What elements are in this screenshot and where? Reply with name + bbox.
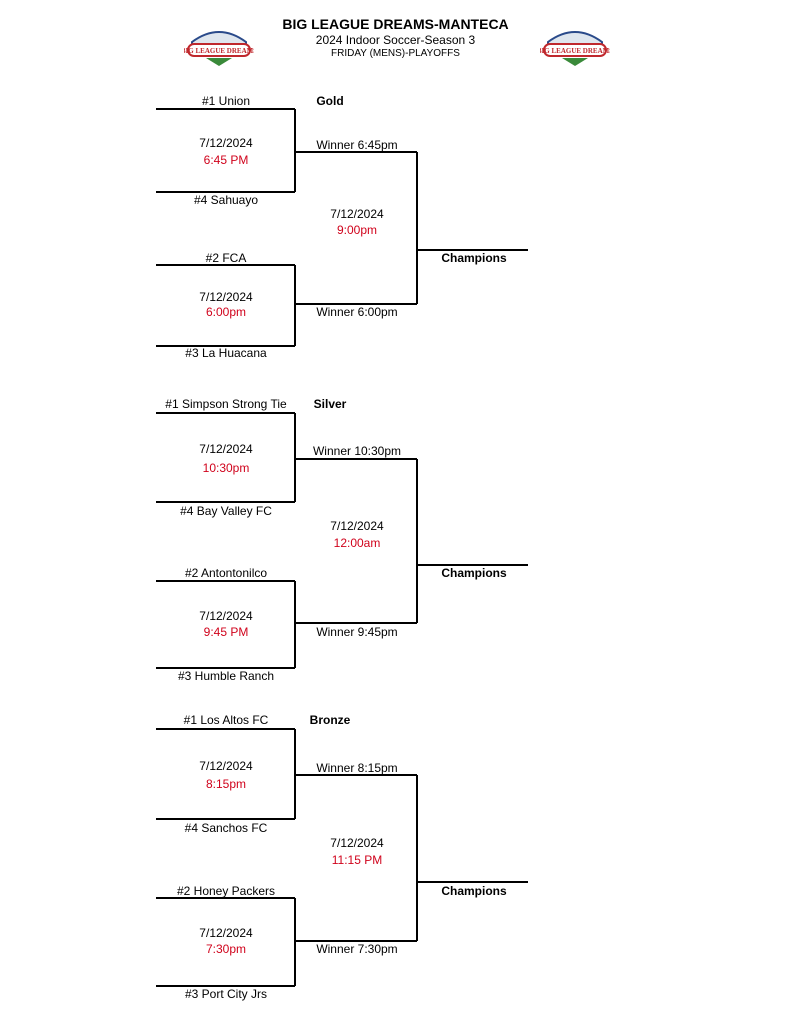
game-time: 10:30pm [202,461,250,475]
page-title: BIG LEAGUE DREAMS-MANTECA [282,16,509,32]
team-name: #3 Port City Jrs [184,987,268,1001]
big-league-dreams-logo-left: BIG LEAGUE DREAMS [184,31,254,66]
team-name: #2 Honey Packers [176,884,276,898]
team-name: #1 Los Altos FC [183,713,269,727]
team-name: #1 Union [201,94,251,108]
final-date: 7/12/2024 [330,519,384,533]
bracket-line [156,108,295,110]
final-date: 7/12/2024 [330,207,384,221]
bracket-name: Bronze [309,713,351,727]
champion-line [417,881,528,883]
bracket-line [156,264,295,266]
team-name: #2 FCA [205,251,247,265]
bracket-line [156,191,295,193]
bracket-line [156,667,295,669]
big-league-dreams-logo-right: BIG LEAGUE DREAMS [540,31,610,66]
bracket-line [295,622,417,624]
bracket-line [156,818,295,820]
bracket-line [156,412,295,414]
bracket-line [156,728,295,730]
game-date: 7/12/2024 [199,442,253,456]
game-time: 7:30pm [205,942,247,956]
final-time: 12:00am [333,536,381,550]
bracket-line [156,501,295,503]
bracket-line [295,151,417,153]
svg-text:BIG LEAGUE DREAMS: BIG LEAGUE DREAMS [540,47,610,55]
svg-text:BIG LEAGUE DREAMS: BIG LEAGUE DREAMS [184,47,254,55]
game-date: 7/12/2024 [199,609,253,623]
team-name: #4 Bay Valley FC [180,504,272,518]
final-date: 7/12/2024 [330,836,384,850]
bracket-line [156,580,295,582]
bracket-line [416,152,418,304]
game-date: 7/12/2024 [199,290,253,304]
bracket-line [294,265,296,346]
champions-label: Champions [441,566,507,580]
champion-line [417,564,528,566]
final-time: 11:15 PM [331,853,383,867]
game-time: 6:00pm [205,305,247,319]
page-subtitle: 2024 Indoor Soccer-Season 3 [315,33,476,47]
bracket-line [295,774,417,776]
winner-label: Winner 6:45pm [316,138,398,152]
bracket-line [295,303,417,305]
bracket-name: Silver [313,397,347,411]
game-date: 7/12/2024 [199,759,253,773]
game-time: 9:45 PM [203,625,249,639]
winner-label: Winner 6:00pm [316,305,398,319]
bracket-line [294,581,296,668]
bracket-name: Gold [316,94,344,108]
bracket-line [416,775,418,941]
game-time: 8:15pm [205,777,247,791]
winner-label: Winner 9:45pm [316,625,398,639]
team-name: #2 Antontonilco [184,566,268,580]
final-time: 9:00pm [336,223,378,237]
bracket-line [295,458,417,460]
team-name: #3 La Huacana [185,346,267,360]
champions-label: Champions [441,251,507,265]
champion-line [417,249,528,251]
team-name: #3 Humble Ranch [177,669,275,683]
winner-label: Winner 10:30pm [312,444,402,458]
team-name: #4 Sahuayo [193,193,259,207]
champions-label: Champions [441,884,507,898]
game-time: 6:45 PM [203,153,249,167]
bracket-line [295,940,417,942]
bracket-line [416,459,418,623]
bracket-line [294,109,296,192]
winner-label: Winner 8:15pm [316,761,398,775]
bracket-line [294,898,296,986]
division-label: FRIDAY (MENS)-PLAYOFFS [331,48,460,59]
winner-label: Winner 7:30pm [316,942,398,956]
bracket-line [156,985,295,987]
team-name: #4 Sanchos FC [184,821,268,835]
bracket-line [294,729,296,819]
bracket-line [156,345,295,347]
team-name: #1 Simpson Strong Tie [165,397,287,411]
game-date: 7/12/2024 [199,926,253,940]
bracket-line [156,897,295,899]
bracket-line [294,413,296,502]
game-date: 7/12/2024 [199,136,253,150]
